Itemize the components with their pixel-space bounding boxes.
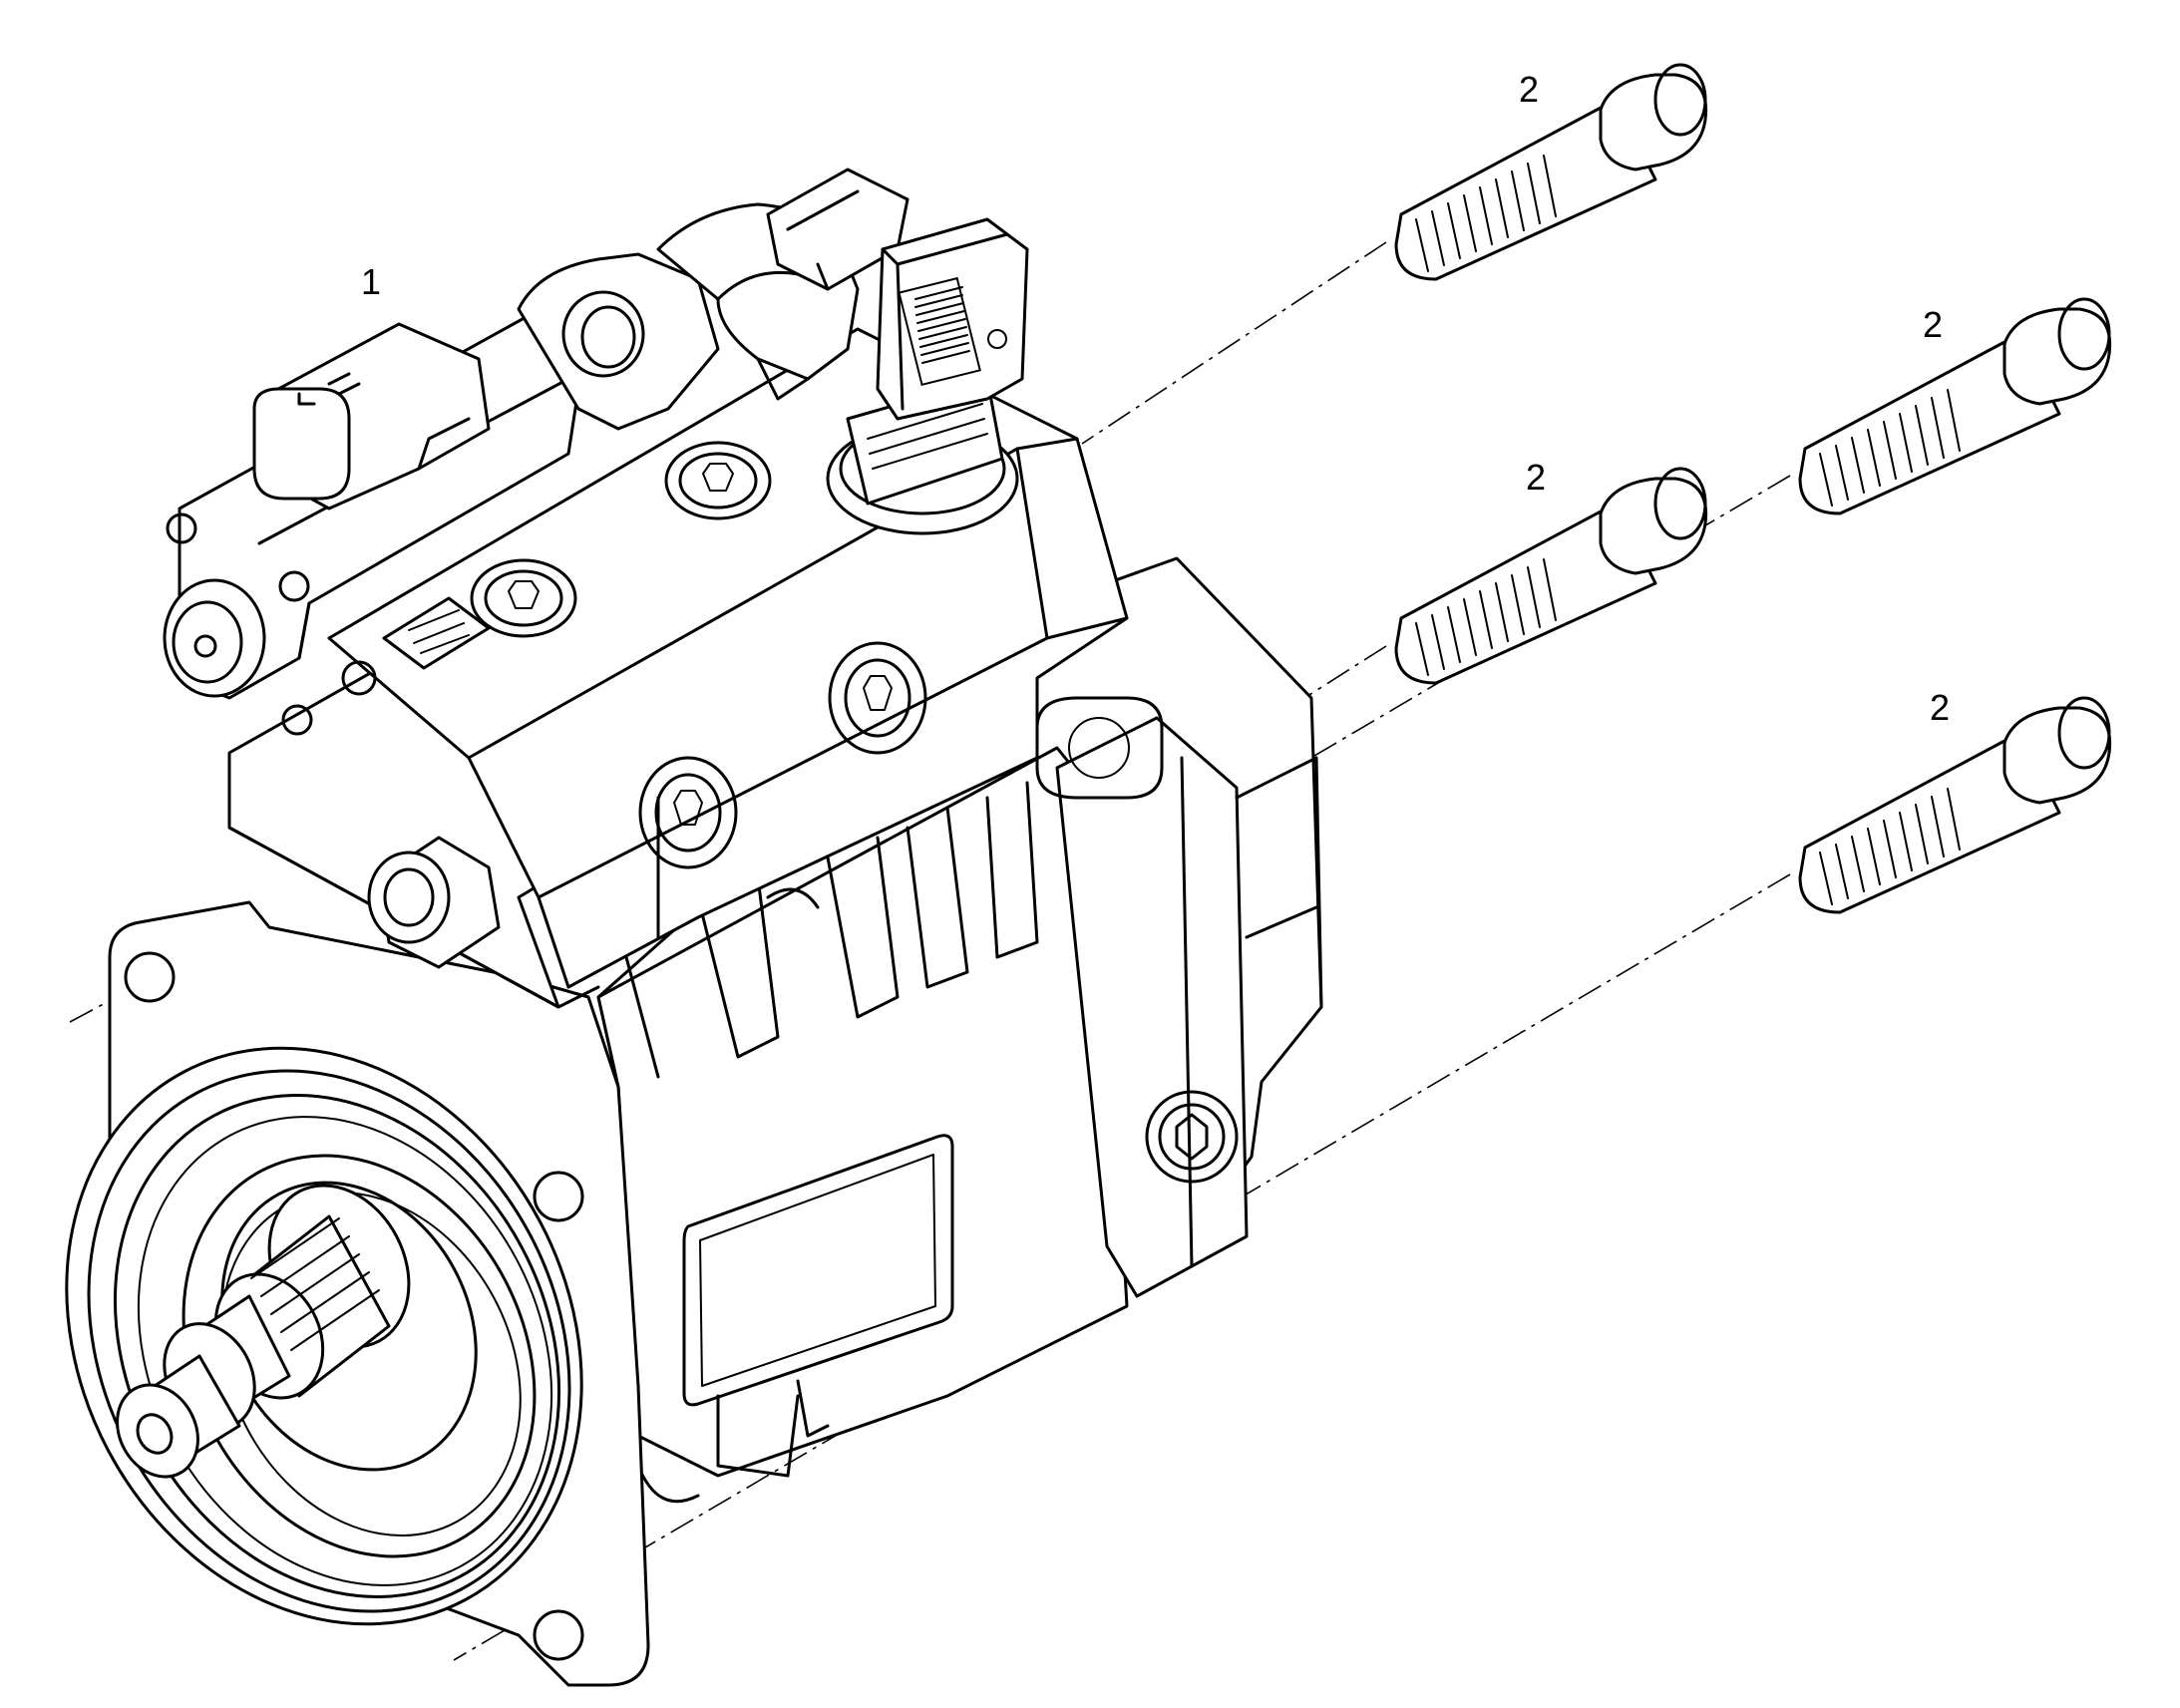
callout-2a: 2: [1518, 69, 1540, 110]
torx-plug-4: [638, 756, 738, 869]
pressure-sensor: [826, 217, 1029, 535]
callout-1: 1: [360, 261, 382, 302]
drive-shaft: [116, 1184, 411, 1479]
callout-2b: 2: [1525, 457, 1547, 498]
callout-2d: 2: [1929, 687, 1951, 728]
bolt-2d: [1798, 696, 2112, 914]
upper-connector: [766, 168, 909, 291]
bolt-2c: [1798, 297, 2112, 515]
torx-plug-1: [664, 441, 772, 520]
callout-2c: 2: [1922, 304, 1944, 345]
bolt-2a: [1394, 63, 1708, 281]
bolt-2b: [1394, 467, 1708, 685]
barcode-label: [898, 276, 981, 387]
pump-housing: [596, 556, 1323, 1504]
torx-plug-2: [470, 558, 577, 638]
torx-plug-3: [828, 641, 927, 755]
metering-unit: [163, 297, 580, 736]
